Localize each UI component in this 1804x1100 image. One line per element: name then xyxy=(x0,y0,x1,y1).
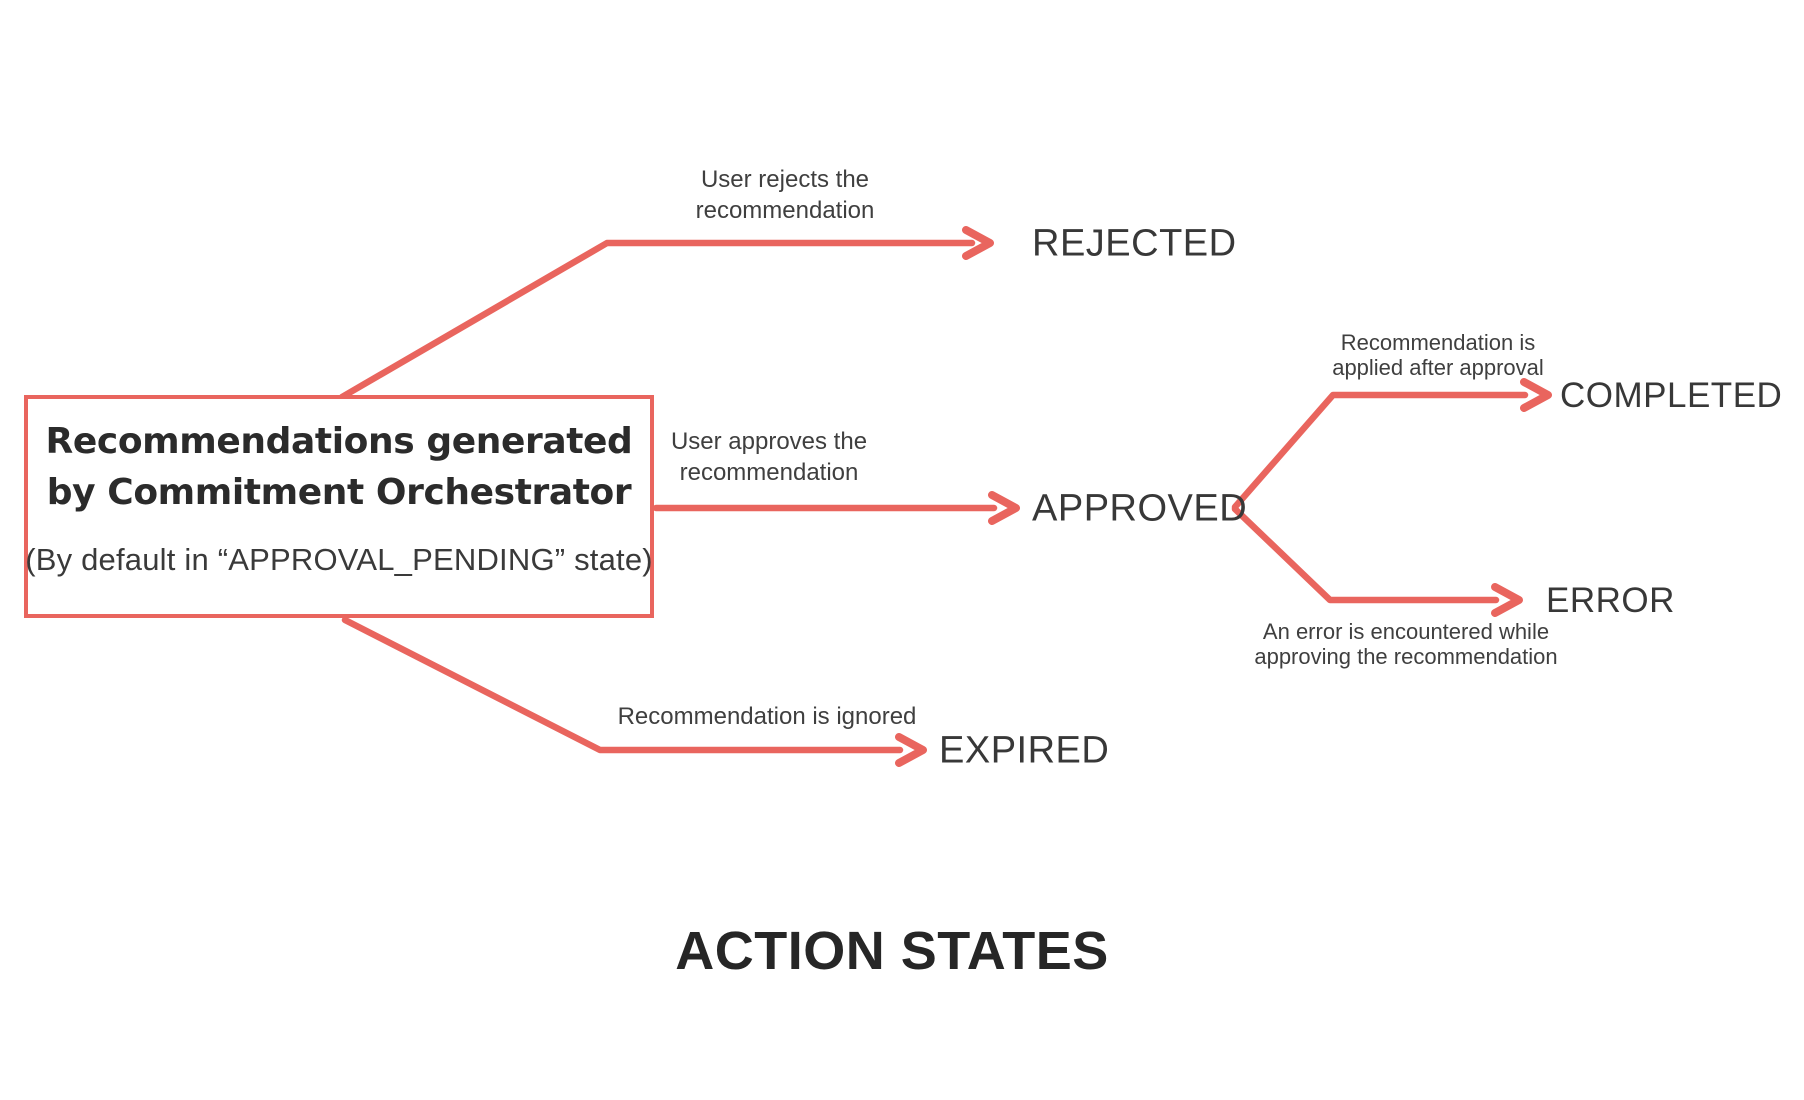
source-box-subtitle: (By default in “APPROVAL_PENDING” state) xyxy=(25,542,653,577)
arrowhead-approved-icon xyxy=(988,491,1020,525)
transition-label-approve: User approves the recommendation xyxy=(670,428,868,486)
state-completed: COMPLETED xyxy=(1560,376,1783,415)
state-rejected: REJECTED xyxy=(1032,222,1237,265)
connector-error xyxy=(1231,505,1500,604)
state-approved: APPROVED xyxy=(1032,487,1248,530)
state-expired: EXPIRED xyxy=(939,729,1110,772)
connector-rejected xyxy=(338,239,976,401)
transition-label-expire: Recommendation is ignored xyxy=(617,703,917,730)
connector-completed xyxy=(1231,391,1529,511)
transition-label-reject: User rejects the recommendation xyxy=(695,166,875,224)
transition-label-error: An error is encountered while approving … xyxy=(1254,619,1558,669)
arrowhead-error-icon xyxy=(1491,583,1523,617)
state-error: ERROR xyxy=(1546,581,1675,620)
arrowhead-completed-icon xyxy=(1520,378,1552,412)
source-state-box: Recommendations generated by Commitment … xyxy=(24,395,654,618)
diagram-title: ACTION STATES xyxy=(675,921,1109,981)
connector-expired xyxy=(341,616,904,754)
arrowhead-expired-icon xyxy=(895,733,927,767)
arrowhead-rejected-icon xyxy=(962,226,994,260)
transition-label-complete: Recommendation is applied after approval xyxy=(1332,330,1544,380)
source-box-heading: Recommendations generated by Commitment … xyxy=(45,421,633,513)
